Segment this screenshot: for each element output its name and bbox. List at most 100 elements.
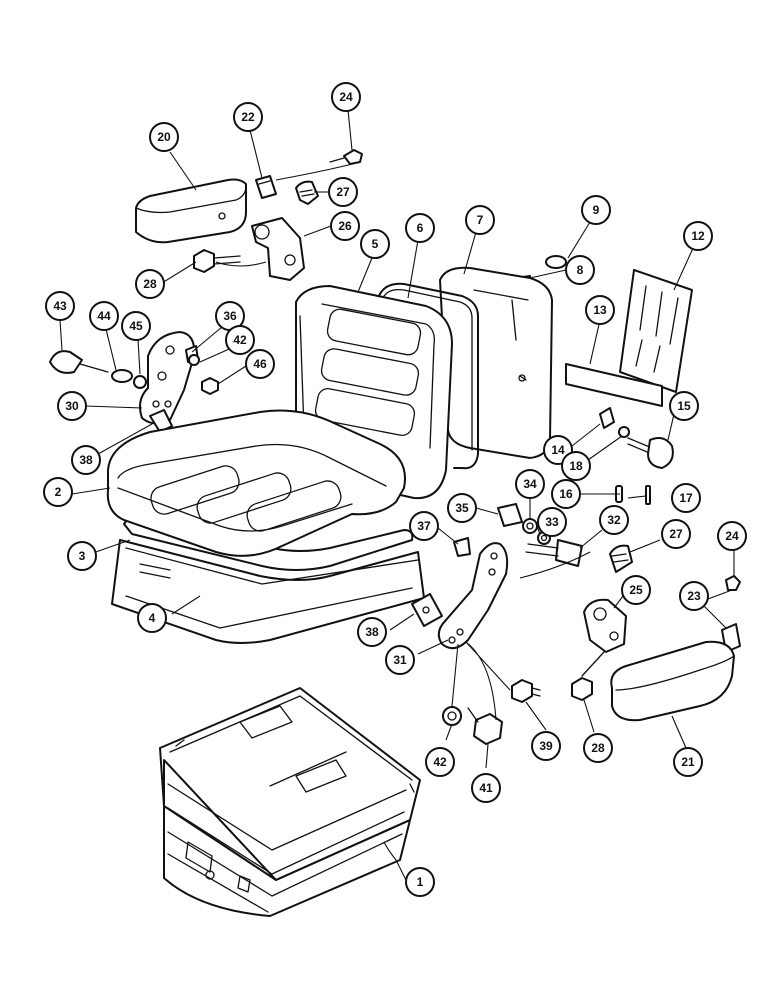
svg-text:23: 23 — [687, 589, 701, 603]
svg-text:46: 46 — [253, 357, 267, 371]
callout-28: 28 — [583, 733, 613, 763]
callout-41: 41 — [471, 773, 501, 803]
callout-23: 23 — [679, 581, 709, 611]
svg-text:1: 1 — [417, 875, 424, 889]
svg-text:15: 15 — [677, 399, 691, 413]
bolt-32 — [525, 539, 583, 567]
sleeve-44 — [111, 369, 133, 383]
svg-text:24: 24 — [339, 90, 353, 104]
svg-text:42: 42 — [433, 755, 447, 769]
callout-3: 3 — [67, 541, 97, 571]
svg-text:32: 32 — [607, 513, 621, 527]
svg-text:7: 7 — [477, 213, 484, 227]
nut-42-top — [188, 354, 200, 366]
callout-9: 9 — [581, 195, 611, 225]
callout-16: 16 — [551, 479, 581, 509]
callout-28: 28 — [135, 269, 165, 299]
bracket-22 — [255, 175, 277, 199]
armrest-left — [135, 178, 247, 244]
svg-text:39: 39 — [539, 739, 553, 753]
callout-38: 38 — [71, 445, 101, 475]
callout-39: 39 — [531, 731, 561, 761]
panel-12 — [619, 269, 693, 393]
stud-27-top — [295, 180, 319, 205]
svg-text:42: 42 — [233, 333, 247, 347]
armrest-support-26 — [251, 217, 305, 281]
svg-text:12: 12 — [691, 229, 705, 243]
screw-24-top — [329, 149, 363, 165]
svg-text:41: 41 — [479, 781, 493, 795]
callout-33: 33 — [537, 507, 567, 537]
backrest-shell-7 — [439, 266, 553, 459]
lever-14 — [599, 407, 615, 429]
svg-text:38: 38 — [365, 625, 379, 639]
svg-text:16: 16 — [559, 487, 573, 501]
callout-32: 32 — [599, 505, 629, 535]
svg-text:26: 26 — [338, 219, 352, 233]
callout-30: 30 — [57, 391, 87, 421]
svg-text:36: 36 — [223, 309, 237, 323]
callout-8: 8 — [565, 255, 595, 285]
stud-27-bottom — [609, 544, 633, 573]
washer-45 — [133, 375, 147, 389]
svg-text:2: 2 — [55, 485, 62, 499]
callout-27: 27 — [661, 519, 691, 549]
pin-17 — [645, 485, 651, 505]
callout-5: 5 — [360, 229, 390, 259]
screw-24-bottom — [725, 575, 741, 591]
callout-42: 42 — [225, 325, 255, 355]
callout-12: 12 — [683, 221, 713, 251]
callout-44: 44 — [89, 301, 119, 331]
callout-45: 45 — [121, 311, 151, 341]
svg-text:24: 24 — [725, 529, 739, 543]
callout-22: 22 — [233, 102, 263, 132]
svg-text:44: 44 — [97, 309, 111, 323]
svg-text:22: 22 — [241, 110, 255, 124]
callout-43: 43 — [45, 291, 75, 321]
svg-text:14: 14 — [551, 443, 565, 457]
svg-text:13: 13 — [593, 303, 607, 317]
svg-text:35: 35 — [455, 501, 469, 515]
handle-43 — [49, 350, 109, 374]
svg-text:17: 17 — [679, 491, 693, 505]
callout-7: 7 — [465, 205, 495, 235]
svg-text:34: 34 — [523, 477, 537, 491]
svg-text:27: 27 — [336, 185, 350, 199]
washer-42-bottom — [442, 706, 462, 726]
seat-cushion-2 — [106, 409, 406, 557]
callout-17: 17 — [671, 483, 701, 513]
callout-4: 4 — [137, 603, 167, 633]
svg-text:8: 8 — [577, 263, 584, 277]
callout-24: 24 — [331, 82, 361, 112]
bolt-28-bottom — [571, 651, 605, 701]
svg-text:45: 45 — [129, 319, 143, 333]
callout-20: 20 — [149, 122, 179, 152]
bolt-39 — [511, 679, 541, 703]
callout-27: 27 — [328, 177, 358, 207]
cap-9 — [545, 255, 567, 269]
svg-text:33: 33 — [545, 515, 559, 529]
bolt-41 — [467, 707, 503, 745]
callout-26: 26 — [330, 211, 360, 241]
callout-46: 46 — [245, 349, 275, 379]
callout-24: 24 — [717, 521, 747, 551]
svg-text:6: 6 — [417, 221, 424, 235]
recline-plate-30 — [139, 331, 196, 425]
svg-text:43: 43 — [53, 299, 67, 313]
svg-text:38: 38 — [79, 453, 93, 467]
washer-18 — [618, 426, 630, 438]
svg-text:25: 25 — [629, 583, 643, 597]
catch-38-top — [149, 409, 173, 433]
leader-lines — [59, 109, 735, 881]
callout-25: 25 — [621, 575, 651, 605]
svg-text:5: 5 — [372, 237, 379, 251]
svg-text:18: 18 — [569, 459, 583, 473]
bolt-28-top — [193, 249, 241, 273]
svg-text:30: 30 — [65, 399, 79, 413]
washer-34 — [522, 518, 538, 534]
bar-13 — [565, 363, 663, 407]
svg-text:31: 31 — [393, 653, 407, 667]
clip-37 — [453, 537, 471, 557]
svg-text:28: 28 — [591, 741, 605, 755]
callout-38: 38 — [357, 617, 387, 647]
